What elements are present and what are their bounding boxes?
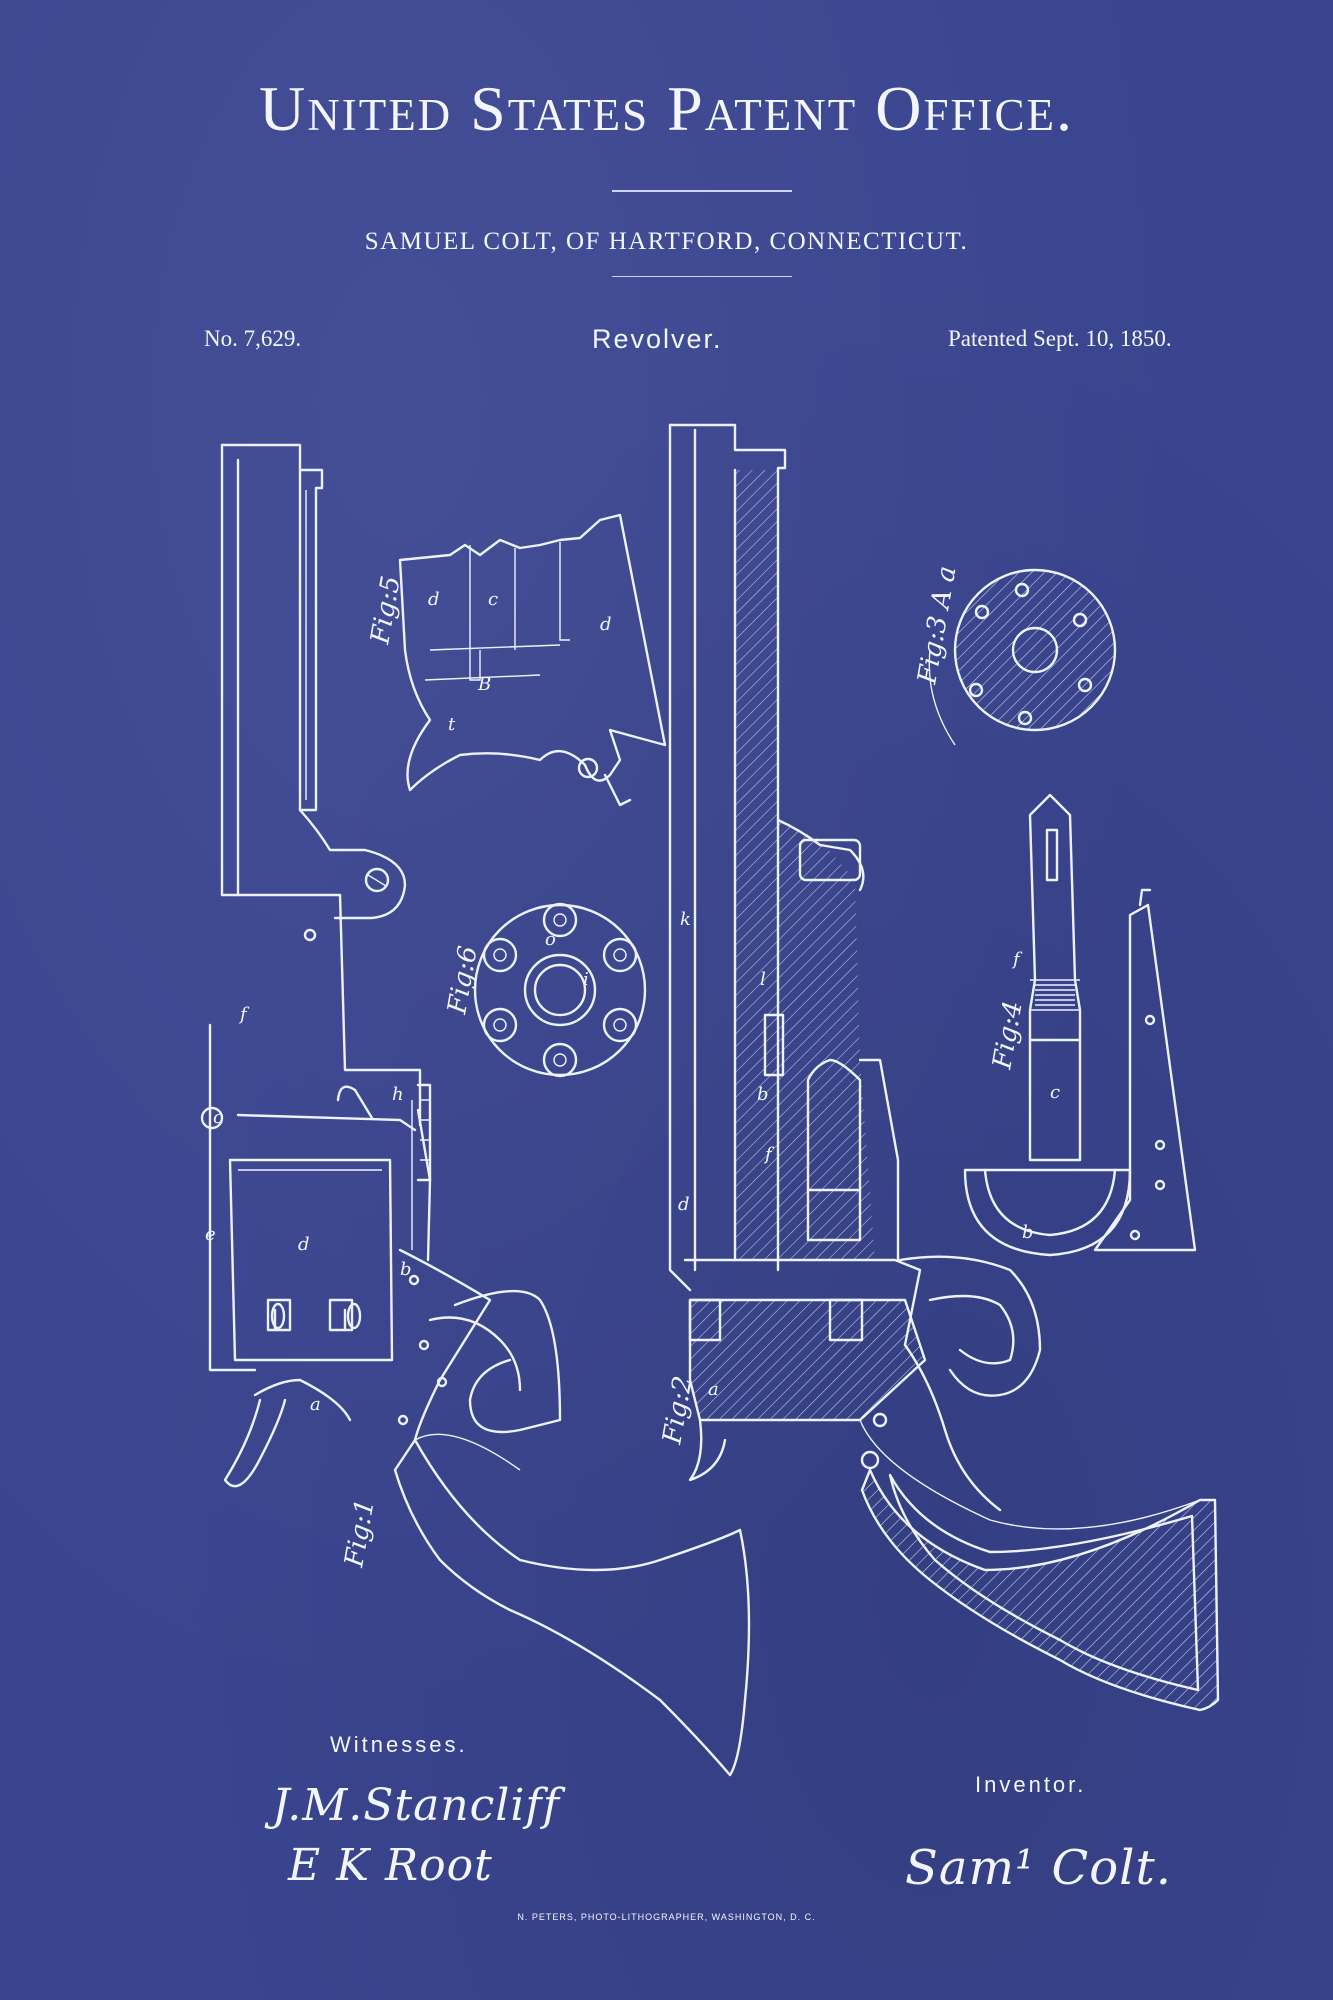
witnesses-label: Witnesses. bbox=[330, 1732, 468, 1757]
title-divider bbox=[612, 190, 792, 192]
lithographer-credit: N. PETERS, PHOTO-LITHOGRAPHER, WASHINGTO… bbox=[517, 1912, 816, 1922]
inventor-signature: Sam¹ Colt. bbox=[905, 1840, 1173, 1896]
patent-date: Patented Sept. 10, 1850. bbox=[948, 326, 1172, 351]
fig5-label: Fig:5 bbox=[365, 574, 407, 647]
fig5-part-label: B bbox=[477, 674, 491, 695]
inventor-underline bbox=[612, 276, 792, 277]
witness-signature-stancliff: J.M.Stancliff bbox=[272, 1780, 560, 1831]
fig5-part-label: d bbox=[600, 614, 612, 635]
fig2-revolver-section bbox=[668, 423, 1220, 1712]
fig1-part-label: h bbox=[392, 1084, 404, 1105]
fig4-part-label: c bbox=[1050, 1082, 1060, 1103]
fig1-part-label: b bbox=[400, 1259, 412, 1280]
fig4-part-label: f bbox=[1011, 949, 1023, 970]
fig2-part-label: d bbox=[678, 1194, 690, 1215]
fig4-part-label: b bbox=[1022, 1222, 1034, 1243]
inventor-line: SAMUEL COLT, OF HARTFORD, CONNECTICUT. bbox=[364, 228, 969, 255]
page-title: United States Patent Office. bbox=[259, 73, 1074, 144]
patent-number: No. 7,629. bbox=[204, 326, 302, 351]
fig2-part-label: b bbox=[757, 1084, 769, 1105]
witness-signature-root: E K Root bbox=[288, 1840, 493, 1891]
fig2-part-label: k bbox=[680, 909, 691, 930]
fig5-part-label: c bbox=[488, 589, 498, 610]
fig6-part-label: i bbox=[583, 969, 589, 990]
fig6-part-label: o bbox=[545, 929, 556, 950]
fig4-arbor bbox=[963, 793, 1197, 1257]
fig2-label: Fig:2 bbox=[657, 1374, 699, 1447]
invention-title: Revolver. bbox=[592, 324, 723, 354]
fig3-label: Fig:3 A a bbox=[912, 564, 962, 687]
fig5-hammer bbox=[398, 513, 667, 807]
fig6-cylinder-end bbox=[473, 902, 647, 1078]
fig3-cylinder-disk bbox=[928, 568, 1117, 746]
fig2-part-label: l bbox=[760, 969, 766, 990]
fig1-revolver-side-view bbox=[200, 443, 751, 1777]
fig1-part-label: e bbox=[205, 1224, 216, 1245]
fig2-part-label: a bbox=[708, 1379, 719, 1400]
fig1-part-label: f bbox=[238, 1004, 250, 1025]
fig5-part-label: t bbox=[448, 714, 456, 735]
inventor-label: Inventor. bbox=[975, 1772, 1087, 1797]
fig1-part-label: a bbox=[310, 1394, 321, 1415]
fig1-label: Fig:1 bbox=[339, 1497, 381, 1570]
fig4-label: Fig:4 bbox=[987, 999, 1029, 1072]
fig1-part-label: c bbox=[213, 1107, 223, 1128]
fig1-part-label: d bbox=[298, 1234, 310, 1255]
fig5-part-label: d bbox=[428, 589, 440, 610]
